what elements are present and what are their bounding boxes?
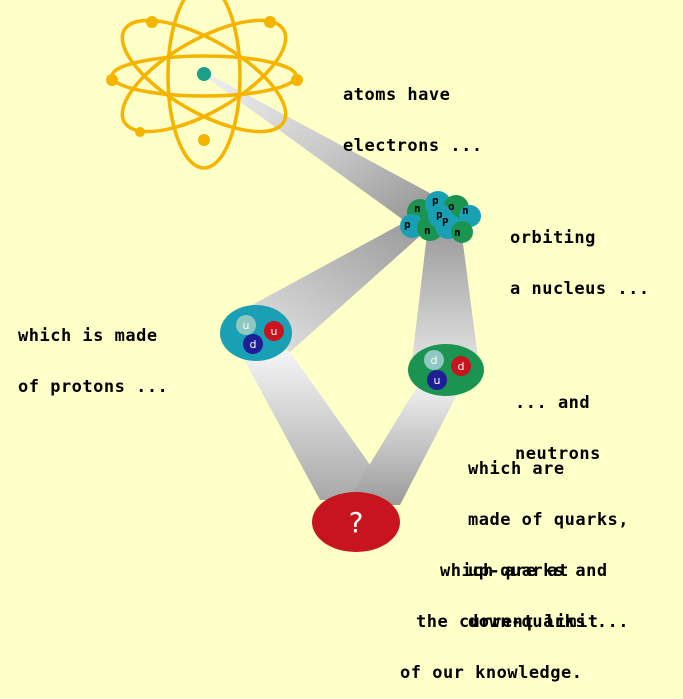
caption-line: a nucleus ... xyxy=(510,281,650,298)
proton-icon: u u d xyxy=(220,305,292,361)
caption-line: electrons ... xyxy=(343,138,483,155)
caption-nucleus: orbiting a nucleus ... xyxy=(510,196,650,315)
caption-atoms: atoms have electrons ... xyxy=(343,53,483,172)
caption-line: of protons ... xyxy=(18,379,168,396)
caption-limit: which are at the current limit of our kn… xyxy=(400,529,599,699)
nucleon-letter: n xyxy=(414,202,421,215)
nucleon-letter: n xyxy=(424,224,431,237)
nucleon-letter: n xyxy=(454,226,461,239)
quark-label: d xyxy=(458,360,465,373)
caption-line: made of quarks, xyxy=(468,512,629,529)
quark-label: d xyxy=(431,354,438,367)
caption-line: atoms have xyxy=(343,87,483,104)
caption-line: of our knowledge. xyxy=(400,665,599,682)
caption-line: which is made xyxy=(18,328,168,345)
beam-neutron-to-quark xyxy=(345,385,462,505)
nucleon-letter: n xyxy=(462,204,469,217)
quark-label: u xyxy=(243,319,250,332)
caption-line: which are xyxy=(468,461,629,478)
nucleon-letter: P xyxy=(442,216,449,229)
caption-line: the current limit xyxy=(400,614,599,631)
atom-icon xyxy=(106,0,303,168)
nucleon-letter: o xyxy=(448,200,455,213)
quark-label: u xyxy=(271,325,278,338)
nucleon-letter: p xyxy=(436,208,443,221)
quark-label: d xyxy=(250,338,257,351)
quark-label: u xyxy=(434,374,441,387)
question-mark-icon: ? xyxy=(312,492,400,552)
beam-nucleus-to-neutron xyxy=(412,226,478,360)
caption-line: ... and xyxy=(515,395,601,412)
caption-protons: which is made of protons ... xyxy=(18,294,168,413)
unknown-symbol: ? xyxy=(349,506,364,539)
nucleon-letter: p xyxy=(404,218,411,231)
caption-line: which are at xyxy=(400,563,599,580)
nucleon-letter: p xyxy=(432,194,439,207)
neutron-icon: d d u xyxy=(408,344,484,396)
caption-line: orbiting xyxy=(510,230,650,247)
atom-nucleus-dot xyxy=(197,67,211,81)
